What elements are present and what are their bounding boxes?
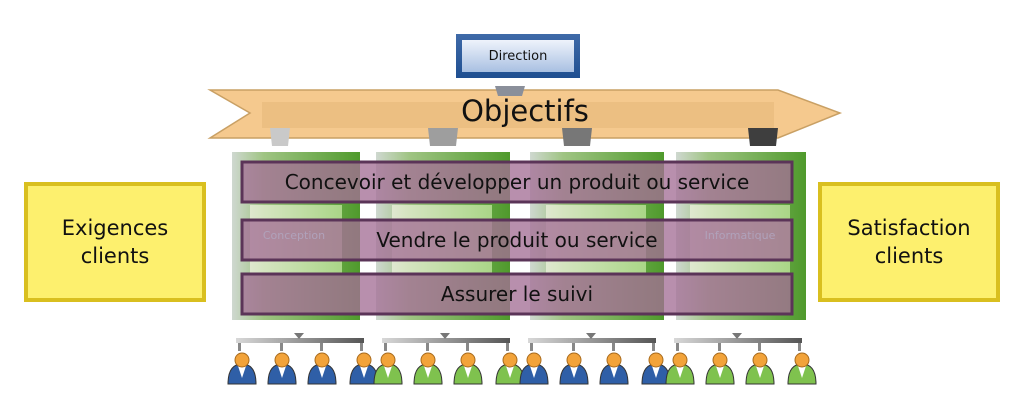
people: [227, 352, 817, 385]
org-bar-1: [236, 333, 364, 351]
objectifs-label: Objectifs: [461, 94, 589, 128]
person-icon: [373, 352, 403, 385]
org-bar-3: [528, 333, 656, 351]
exigences-line-1: Exigences: [61, 216, 169, 240]
direction-label: Direction: [462, 40, 574, 72]
exigences-clients-box: Exigences clients: [24, 182, 206, 302]
satisfaction-line-1: Satisfaction: [847, 216, 971, 240]
person-icon: [227, 352, 257, 385]
person-icon: [413, 352, 443, 385]
arrow-connectors: [270, 86, 778, 146]
department-label-1: Conception: [262, 229, 326, 242]
org-bars: [236, 333, 802, 351]
person-icon: [787, 352, 817, 385]
process-label-2: Vendre le produit ou service: [376, 228, 658, 252]
person-icon: [665, 352, 695, 385]
exigences-line-2: clients: [80, 244, 150, 268]
person-icon: [453, 352, 483, 385]
process-bar-2: [240, 218, 794, 262]
org-bar-4: [674, 333, 802, 351]
process-bar-1: [240, 160, 794, 204]
person-icon: [267, 352, 297, 385]
direction-box: Direction: [456, 34, 580, 78]
satisfaction-line-2: clients: [874, 244, 944, 268]
person-icon: [559, 352, 589, 385]
process-label-3: Assurer le suivi: [440, 282, 594, 306]
person-icon: [519, 352, 549, 385]
process-bar-3: [240, 272, 794, 316]
satisfaction-clients-box: Satisfaction clients: [818, 182, 1000, 302]
department-label-4: Informatique: [704, 229, 776, 242]
person-icon: [599, 352, 629, 385]
person-icon: [705, 352, 735, 385]
process-label-1: Concevoir et développer un produit ou se…: [284, 170, 750, 194]
person-icon: [307, 352, 337, 385]
person-icon: [745, 352, 775, 385]
process-bars: [240, 160, 794, 316]
org-bar-2: [382, 333, 510, 351]
objectifs-arrow: [207, 89, 843, 139]
